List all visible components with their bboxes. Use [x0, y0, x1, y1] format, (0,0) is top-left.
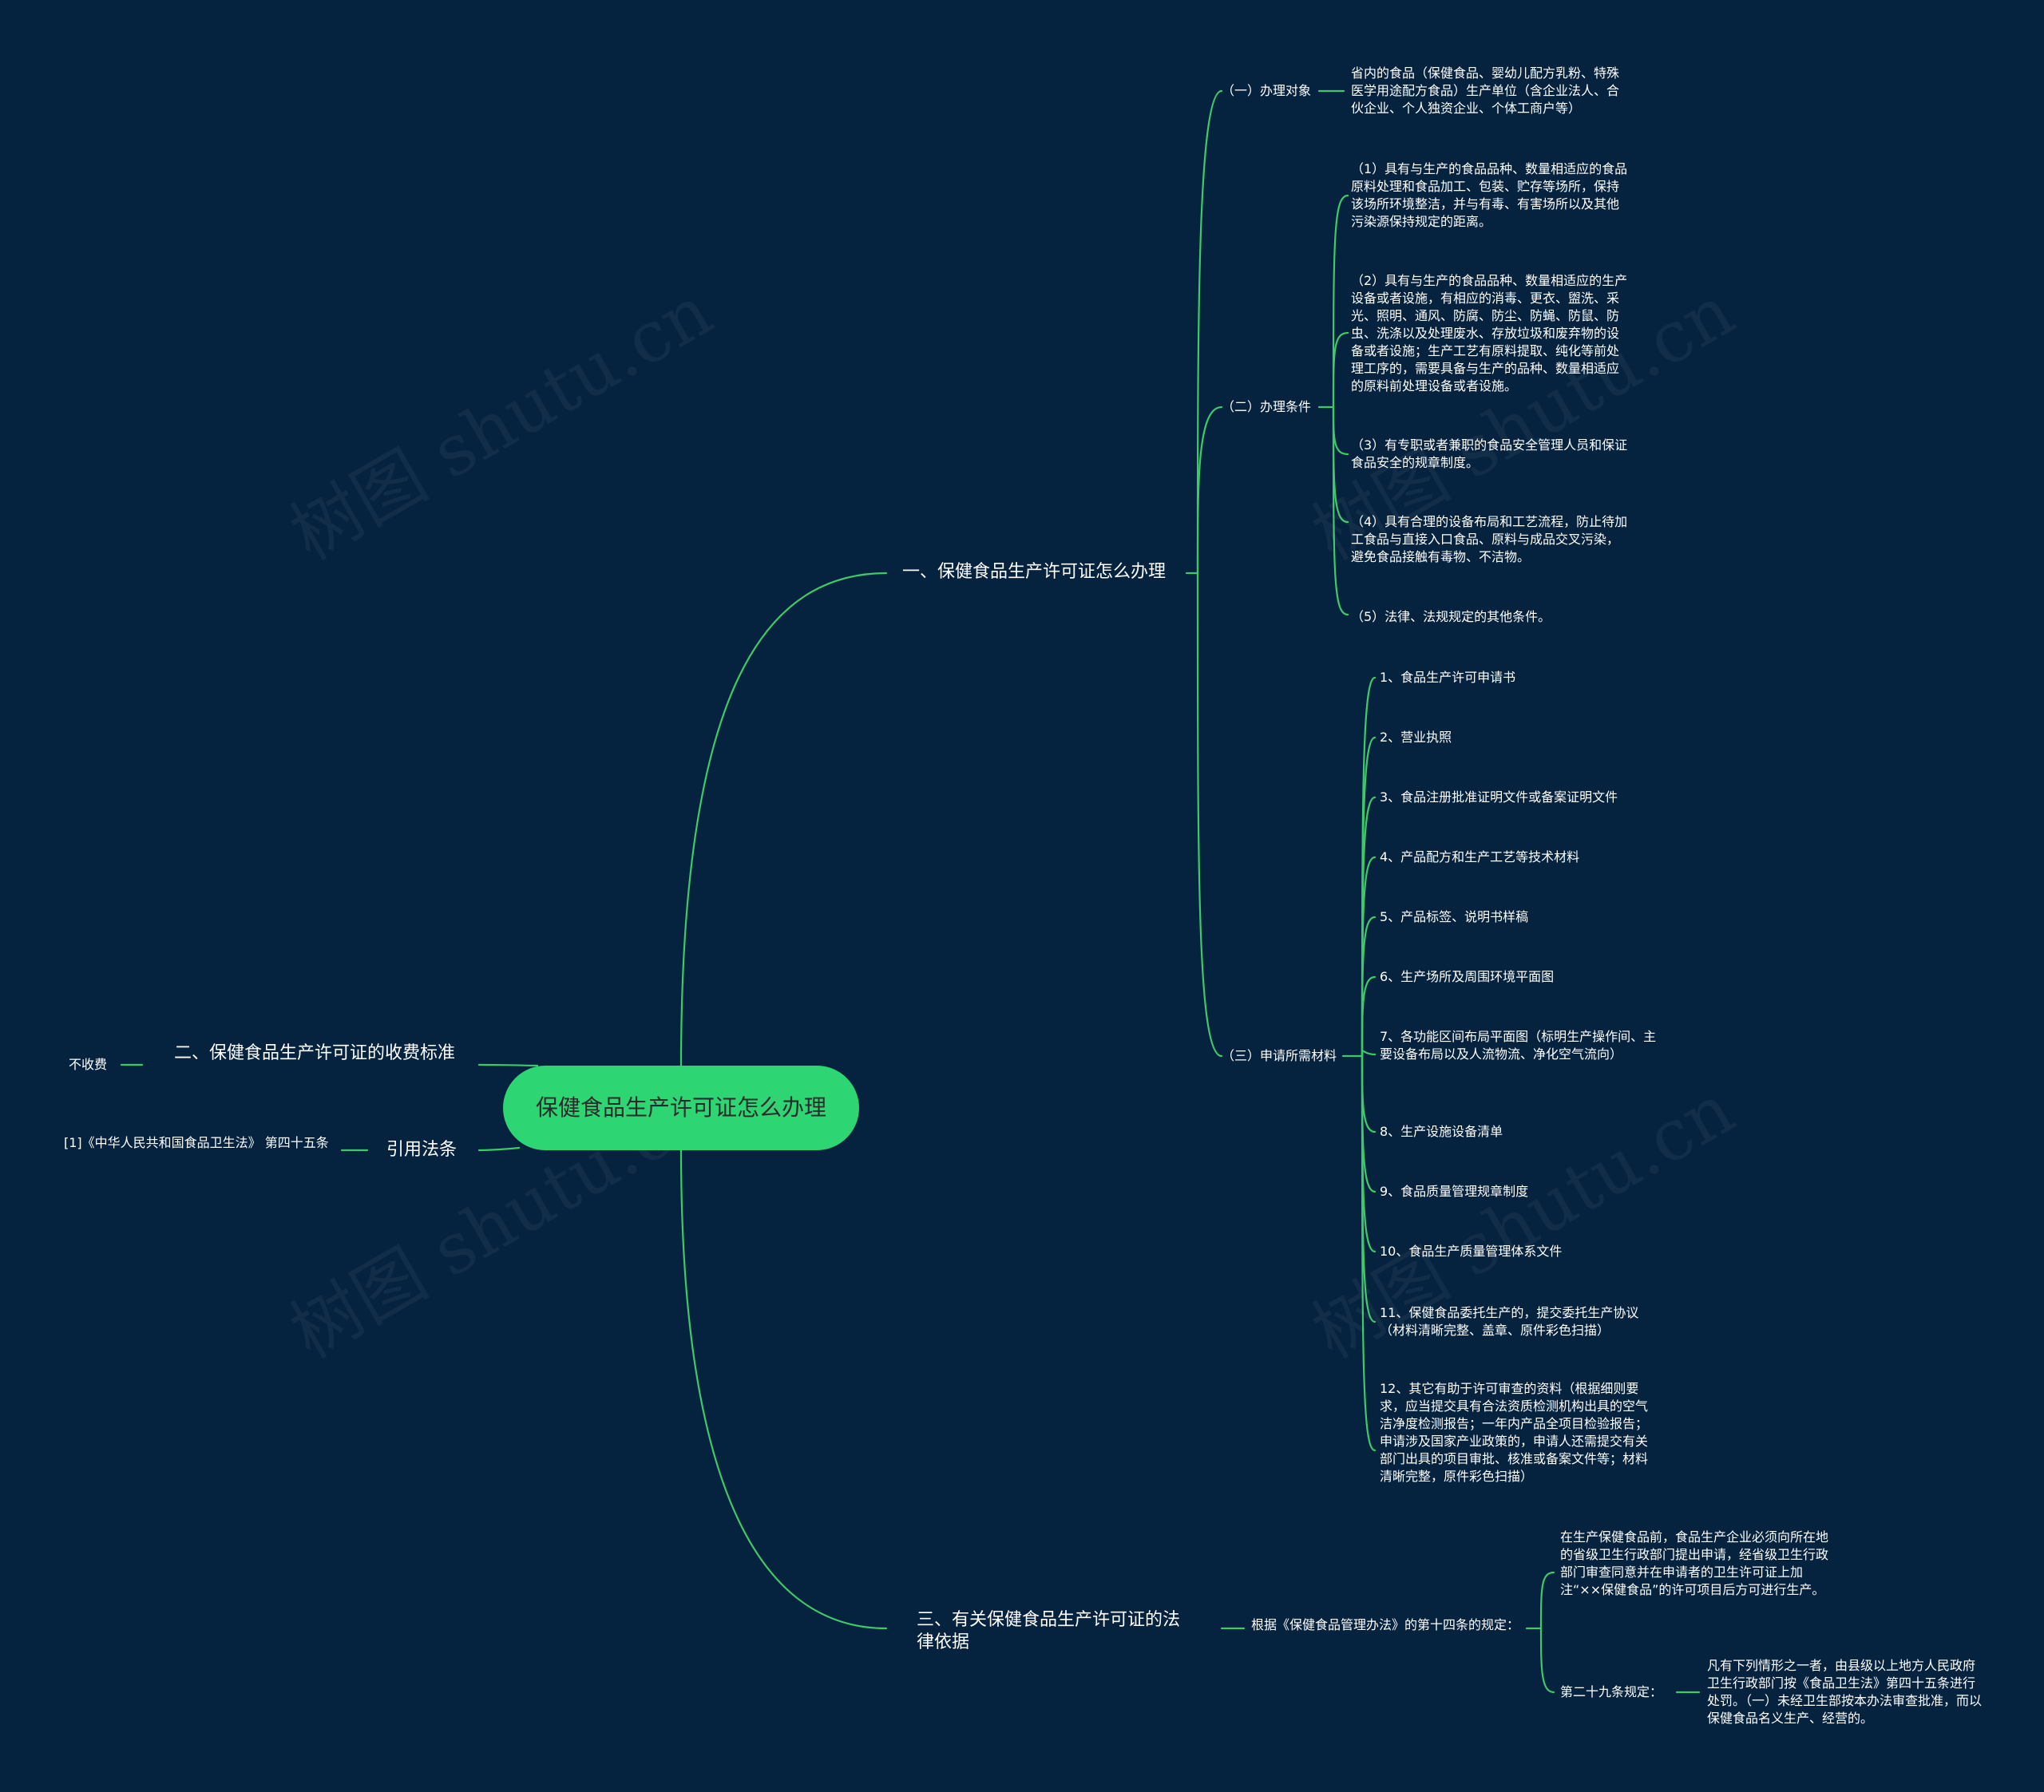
- connector-sub-a: [1539, 1571, 1555, 1630]
- material-item-8[interactable]: 8、生产设施设备清单: [1380, 1124, 1503, 1139]
- branch-cited-law[interactable]: 引用法条: [386, 1140, 458, 1160]
- branch-legal-basis[interactable]: 三、有关保健食品生产许可证的法律依据: [917, 1610, 1181, 1652]
- connector-s3-i7: [1361, 1054, 1377, 1133]
- material-item-12[interactable]: 12、其它有助于许可审查的资料（根据细则要求，应当提交具有合法资质检测机构出具的…: [1380, 1381, 1649, 1484]
- material-item-11[interactable]: 11、保健食品委托生产的，提交委托生产协议（材料清晰完整、盖章、原件彩色扫描）: [1380, 1305, 1639, 1338]
- connector-b1-s1: [1196, 89, 1223, 575]
- connector-b1-s2: [1196, 405, 1223, 575]
- condition-item-2[interactable]: （2）具有与生产的食品品种、数量相适应的生产设备或者设施，有相应的消毒、更衣、盥…: [1351, 273, 1628, 394]
- sub-article-29[interactable]: 第二十九条规定：: [1560, 1684, 1663, 1699]
- connector-b1-s3: [1196, 572, 1223, 1058]
- connector-root-b4: [679, 1149, 888, 1630]
- connector-root-b3: [477, 1146, 521, 1152]
- leaf-cited-law[interactable]: [1]《中华人民共和国食品卫生法》 第四十五条: [64, 1135, 329, 1150]
- connector-root-b2: [477, 1063, 539, 1067]
- material-item-10[interactable]: 10、食品生产质量管理体系文件: [1380, 1244, 1563, 1259]
- condition-item-4[interactable]: （4）具有合理的设备布局和工艺流程，防止待加工食品与直接入口食品、原料与成品交叉…: [1351, 514, 1628, 564]
- text-regulation-art14[interactable]: 在生产保健食品前，食品生产企业必须向所在地的省级卫生行政部门提出申请，经省级卫生…: [1560, 1529, 1829, 1597]
- material-item-6[interactable]: 6、生产场所及周围环境平面图: [1380, 969, 1555, 984]
- sub-materials[interactable]: （三）申请所需材料: [1222, 1048, 1337, 1063]
- material-item-5[interactable]: 5、产品标签、说明书样稿: [1380, 909, 1529, 924]
- connector-s2-i0: [1332, 194, 1349, 409]
- root-node[interactable]: 保健食品生产许可证怎么办理: [503, 1066, 859, 1150]
- connector-s3-i11: [1361, 1054, 1377, 1452]
- condition-item-1[interactable]: （1）具有与生产的食品品种、数量相适应的食品原料处理和食品加工、包装、贮存等场所…: [1351, 161, 1628, 229]
- sub-applicant[interactable]: （一）办理对象: [1222, 83, 1312, 98]
- material-item-3[interactable]: 3、食品注册批准证明文件或备案证明文件: [1380, 789, 1618, 805]
- material-item-2[interactable]: 2、营业执照: [1380, 730, 1452, 745]
- branch-how-to-apply[interactable]: 一、保健食品生产许可证怎么办理: [902, 562, 1167, 582]
- connector-sub-b: [1539, 1627, 1555, 1694]
- connector-s3-i5: [1361, 975, 1377, 1058]
- leaf-no-fee[interactable]: 不收费: [69, 1057, 108, 1072]
- connector-s2-i4: [1332, 405, 1349, 616]
- connector-s2-i1: [1332, 331, 1349, 409]
- text-applicant[interactable]: 省内的食品（保健食品、婴幼儿配方乳粉、特殊医学用途配方食品）生产单位（含企业法人…: [1351, 65, 1620, 116]
- condition-item-3[interactable]: （3）有专职或者兼职的食品安全管理人员和保证食品安全的规章制度。: [1351, 437, 1628, 470]
- sub-regulation-art14[interactable]: 根据《保健食品管理办法》的第十四条的规定：: [1251, 1617, 1520, 1632]
- branch-fee-standard[interactable]: 二、保健食品生产许可证的收费标准: [174, 1043, 456, 1063]
- material-item-9[interactable]: 9、食品质量管理规章制度: [1380, 1184, 1529, 1199]
- material-item-4[interactable]: 4、产品配方和生产工艺等技术材料: [1380, 849, 1580, 864]
- text-article-29[interactable]: 凡有下列情形之一者，由县级以上地方人民政府卫生行政部门按《食品卫生法》第四十五条…: [1707, 1658, 1983, 1726]
- connector-s3-i8: [1361, 1054, 1377, 1193]
- connector-s3-i6: [1361, 1050, 1377, 1058]
- material-item-7[interactable]: 7、各功能区间布局平面图（标明生产操作间、主要设备布局以及人流物流、净化空气流向…: [1380, 1029, 1657, 1062]
- sub-conditions[interactable]: （二）办理条件: [1222, 399, 1312, 414]
- connector-root-b1: [679, 572, 888, 1067]
- connector-s3-i4: [1361, 916, 1377, 1058]
- material-item-1[interactable]: 1、食品生产许可申请书: [1380, 670, 1516, 685]
- connector-s2-i2: [1332, 405, 1349, 456]
- condition-item-5[interactable]: （5）法律、法规规定的其他条件。: [1351, 609, 1551, 624]
